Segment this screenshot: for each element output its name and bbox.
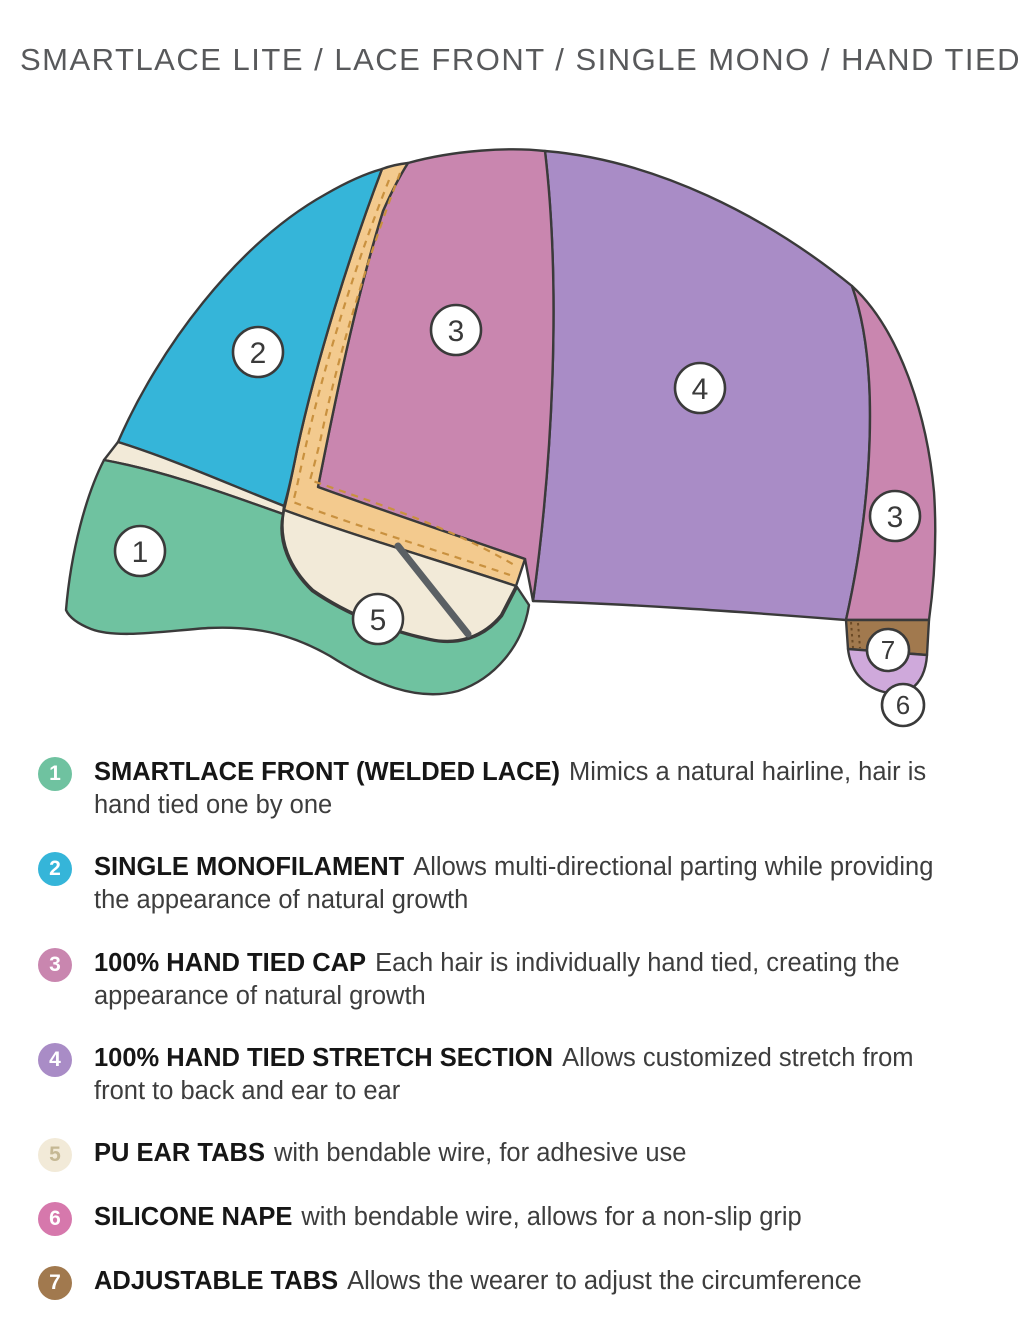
legend-description: Allows customized stretch from front to …	[94, 1043, 914, 1105]
legend-badge-3: 3	[38, 947, 72, 982]
diagram-badge-4: 4	[673, 361, 727, 415]
diagram-badge-6: 6	[880, 682, 926, 728]
svg-text:7: 7	[881, 635, 895, 665]
legend-badge-2: 2	[38, 852, 72, 887]
legend-description: Allows the wearer to adjust the circumfe…	[347, 1267, 862, 1296]
legend-item-adjustable-tabs: 7 ADJUSTABLE TABS Allows the wearer to ad…	[38, 1265, 994, 1301]
legend-text: SILICONE NAPE with bendable wire, allows …	[94, 1201, 802, 1234]
legend-label: SMARTLACE FRONT (WELDED LACE)	[94, 758, 561, 786]
diagram-badge-1: 1	[113, 524, 167, 578]
svg-text:6: 6	[896, 690, 910, 720]
legend-label: 100% HAND TIED CAP	[94, 948, 367, 977]
legend-badge-4: 4	[38, 1042, 72, 1077]
legend-badge-5: 5	[38, 1138, 72, 1173]
diagram-badge-3-top: 3	[429, 303, 483, 357]
legend-label: SILICONE NAPE	[94, 1203, 293, 1232]
svg-text:1: 1	[132, 536, 149, 569]
legend-label: SINGLE MONOFILAMENT	[94, 853, 405, 882]
wig-cap-diagram: 2 3 4 3 1 5 7 6	[64, 148, 937, 728]
svg-text:5: 5	[370, 604, 387, 637]
legend-item-silicone-nape: 6 SILICONE NAPE with bendable wire, allow…	[38, 1201, 994, 1237]
svg-text:3: 3	[887, 501, 904, 534]
legend-description: with bendable wire, allows for a non-sli…	[301, 1203, 802, 1232]
legend-description: Each hair is individually hand tied, cre…	[94, 948, 900, 1010]
legend-text: SMARTLACE FRONT (WELDED LACE)Mimics a na…	[94, 756, 939, 822]
svg-text:3: 3	[448, 315, 465, 348]
page-title: SMARTLACE LITE / LACE FRONT / SINGLE MON…	[20, 42, 1022, 77]
legend-item-pu-ear-tabs: 5 PU EAR TABS with bendable wire, for adh…	[38, 1137, 994, 1173]
legend-label: 100% HAND TIED STRETCH SECTION	[94, 1043, 554, 1072]
legend-text: ADJUSTABLE TABS Allows the wearer to adju…	[94, 1265, 862, 1298]
legend-description: with bendable wire, for adhesive use	[273, 1139, 687, 1168]
cap-regions	[64, 148, 937, 696]
legend-badge-7: 7	[38, 1266, 72, 1301]
legend-label: ADJUSTABLE TABS	[94, 1267, 339, 1296]
diagram-badge-2: 2	[231, 325, 285, 379]
legend-item-smartlace-front: 1 SMARTLACE FRONT (WELDED LACE)Mimics a …	[38, 756, 994, 822]
legend-text: PU EAR TABS with bendable wire, for adhes…	[94, 1137, 686, 1170]
legend-badge-1: 1	[38, 757, 72, 791]
diagram-badge-7: 7	[865, 627, 911, 673]
svg-text:4: 4	[692, 373, 709, 406]
legend-description: Mimics a natural hairline, hair is hand …	[94, 758, 927, 820]
legend: 1 SMARTLACE FRONT (WELDED LACE)Mimics a …	[0, 748, 1024, 1301]
legend-description: Allows multi-directional parting while p…	[94, 853, 934, 915]
svg-text:2: 2	[250, 337, 267, 370]
diagram-badge-3-back: 3	[868, 489, 922, 543]
region-hand-tied-cap-back	[844, 284, 937, 622]
legend-badge-6: 6	[38, 1202, 72, 1237]
region-smartlace-front	[64, 458, 531, 696]
adjustable-tab-dots	[850, 621, 861, 649]
stitch-line-outer	[291, 179, 511, 577]
legend-label: PU EAR TABS	[94, 1139, 265, 1168]
bendable-wire	[394, 542, 472, 638]
stitch-line-inner	[308, 172, 517, 567]
diagram-badge-5: 5	[351, 592, 405, 646]
